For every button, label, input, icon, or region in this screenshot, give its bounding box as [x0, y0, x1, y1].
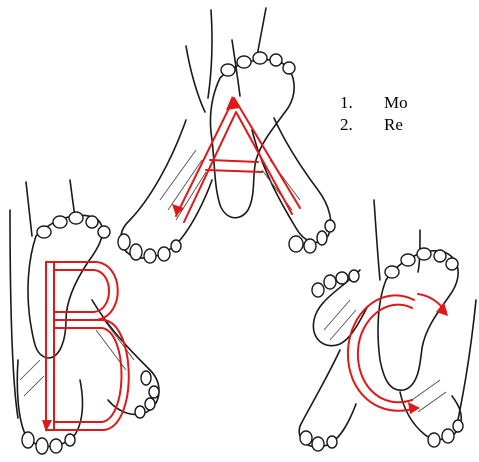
instruction-number: 1.: [340, 92, 384, 114]
instruction-text: Mo: [384, 93, 408, 112]
letter-b-trace: [42, 262, 129, 432]
instruction-number: 2.: [340, 114, 384, 136]
instruction-item-1: 1.Mo: [340, 92, 408, 114]
letter-c-trace: [348, 294, 448, 414]
instruction-list: 1.Mo 2.Re: [340, 92, 408, 136]
instruction-item-2: 2.Re: [340, 114, 408, 136]
figure-b-feet: [10, 180, 159, 454]
instruction-text: Re: [384, 115, 403, 134]
figure-a-feet: [118, 8, 335, 263]
